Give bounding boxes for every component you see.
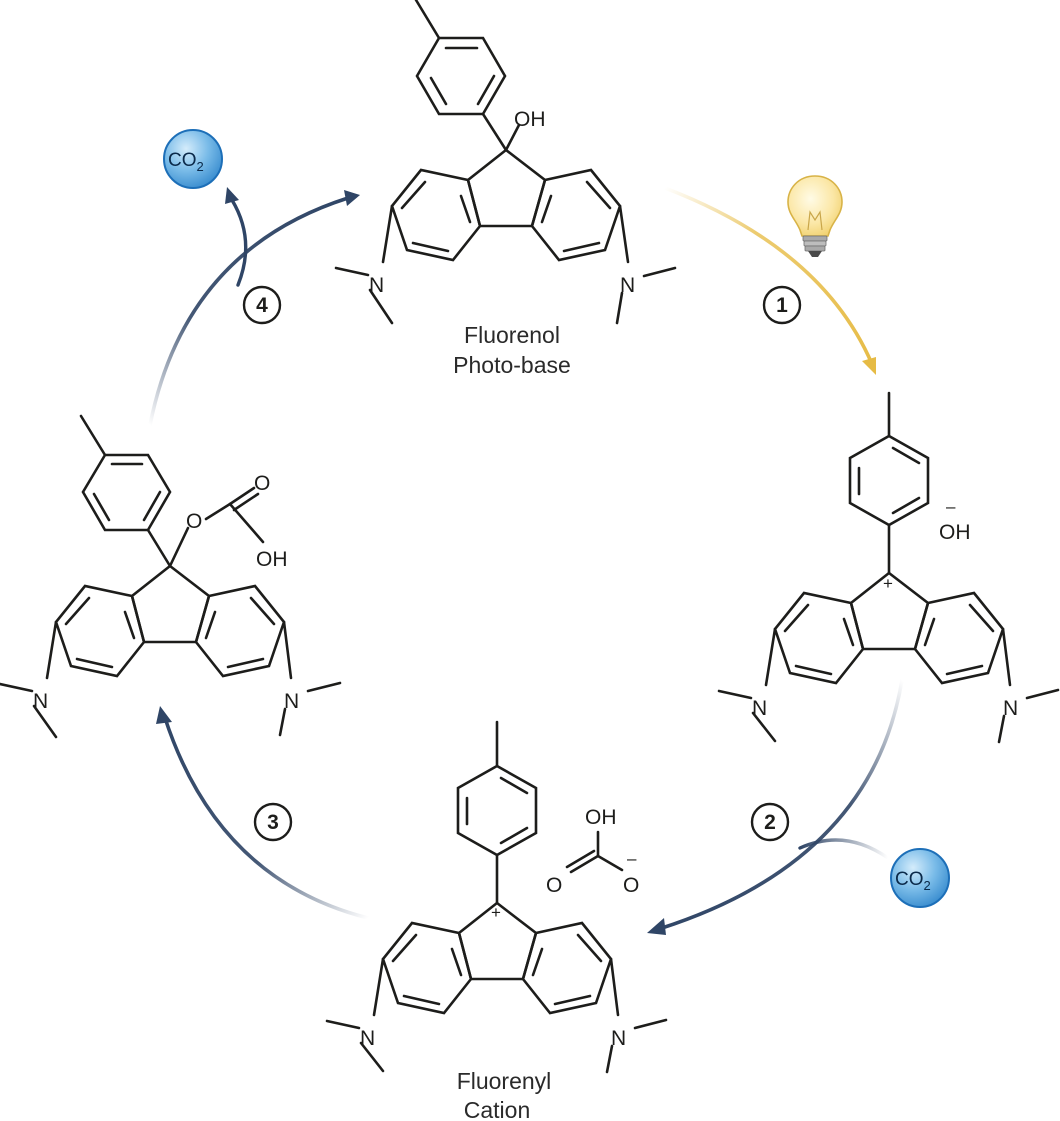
bicarbonate-o-minus-label: O [623, 874, 639, 897]
right-dimethylamino: N [615, 204, 677, 325]
c9-oh-bond [504, 123, 521, 152]
arrow-step-3-head [156, 706, 172, 724]
tolyl-group [79, 414, 172, 568]
tolyl-group [414, 0, 508, 152]
step-badge-2: 2 [750, 802, 790, 842]
arrow-step-4-head [344, 190, 360, 206]
tolyl-group [456, 720, 538, 905]
arrow-step-2-co2-inlet [798, 838, 890, 860]
arrow-step-4 [148, 196, 350, 427]
bicarbonate-oh-label: OH [585, 806, 617, 829]
left-dimethylamino: N [0, 620, 58, 739]
left-dimethylamino: N [717, 627, 777, 743]
co2-bubble-captured: CO2 [890, 848, 950, 908]
nitrogen-label: N [284, 690, 299, 713]
arrow-step-1-head [862, 357, 876, 375]
arrow-step-4-co2-release [230, 198, 248, 287]
cation-bicarbonate-molecule: + OH O O – N N Fluorenyl Cation [325, 720, 668, 1121]
cation-hydroxide-molecule: + – OH N N [717, 391, 1060, 744]
nitrogen-label: N [369, 274, 384, 297]
step-number: 1 [776, 294, 788, 317]
cation-charge: + [491, 903, 501, 922]
arrow-step-1 [663, 186, 874, 366]
hydroxide-label: OH [939, 521, 971, 544]
cycle-arrows [148, 186, 904, 935]
right-dimethylamino: N [997, 627, 1060, 744]
step-number: 3 [267, 811, 279, 834]
nitrogen-label: N [1003, 697, 1018, 720]
co2-label: CO2 [168, 150, 204, 174]
fluorene-core [773, 571, 1005, 685]
step-number: 2 [764, 811, 776, 834]
left-dimethylamino: N [325, 957, 385, 1073]
carbonate-group: O O OH [168, 472, 288, 571]
fluorene-core [54, 564, 286, 678]
carbonyl-o-label: O [254, 472, 270, 495]
co2-label: CO2 [895, 869, 931, 893]
nitrogen-label: N [752, 697, 767, 720]
fluorene-core [390, 148, 622, 262]
nitrogen-label: N [620, 274, 635, 297]
carbonate-ester-molecule: O O OH N N [0, 414, 342, 739]
arrow-step-2-head [647, 918, 666, 935]
bicarbonate-o-label: O [546, 874, 562, 897]
arrow-step-2 [660, 678, 904, 930]
bicarbonate-charge: – [627, 849, 637, 868]
cation-charge: + [883, 574, 893, 593]
fluorenol-molecule: OH N N Fluorenol Photo-base [334, 0, 677, 378]
nitrogen-label: N [611, 1027, 626, 1050]
nitrogen-label: N [360, 1027, 375, 1050]
bicarbonate-anion: OH O O – [546, 806, 639, 897]
fluorenol-caption-line2: Photo-base [453, 352, 571, 378]
cation-caption-line2: Cation [464, 1097, 530, 1121]
step-badge-1: 1 [762, 285, 802, 325]
fluorenol-caption-line1: Fluorenol [464, 322, 560, 348]
left-dimethylamino: N [334, 204, 394, 325]
hydroxide-charge: – [946, 497, 956, 516]
right-dimethylamino: N [278, 620, 342, 737]
light-bulb-icon [787, 175, 843, 257]
nitrogen-label: N [33, 690, 48, 713]
carbonate-oh-label: OH [256, 548, 288, 571]
cation-caption-line1: Fluorenyl [457, 1068, 552, 1094]
ester-o-label: O [186, 510, 202, 533]
step-badge-3: 3 [253, 802, 293, 842]
hydroxyl-label: OH [514, 108, 546, 131]
right-dimethylamino: N [605, 957, 668, 1074]
fluorene-core [381, 901, 613, 1015]
co2-bubble-released: CO2 [163, 129, 223, 189]
step-badge-4: 4 [242, 285, 282, 325]
arrow-step-3 [163, 716, 370, 920]
arrow-step-4-co2-head [225, 187, 239, 204]
step-number: 4 [256, 294, 268, 317]
tolyl-group [848, 391, 930, 575]
